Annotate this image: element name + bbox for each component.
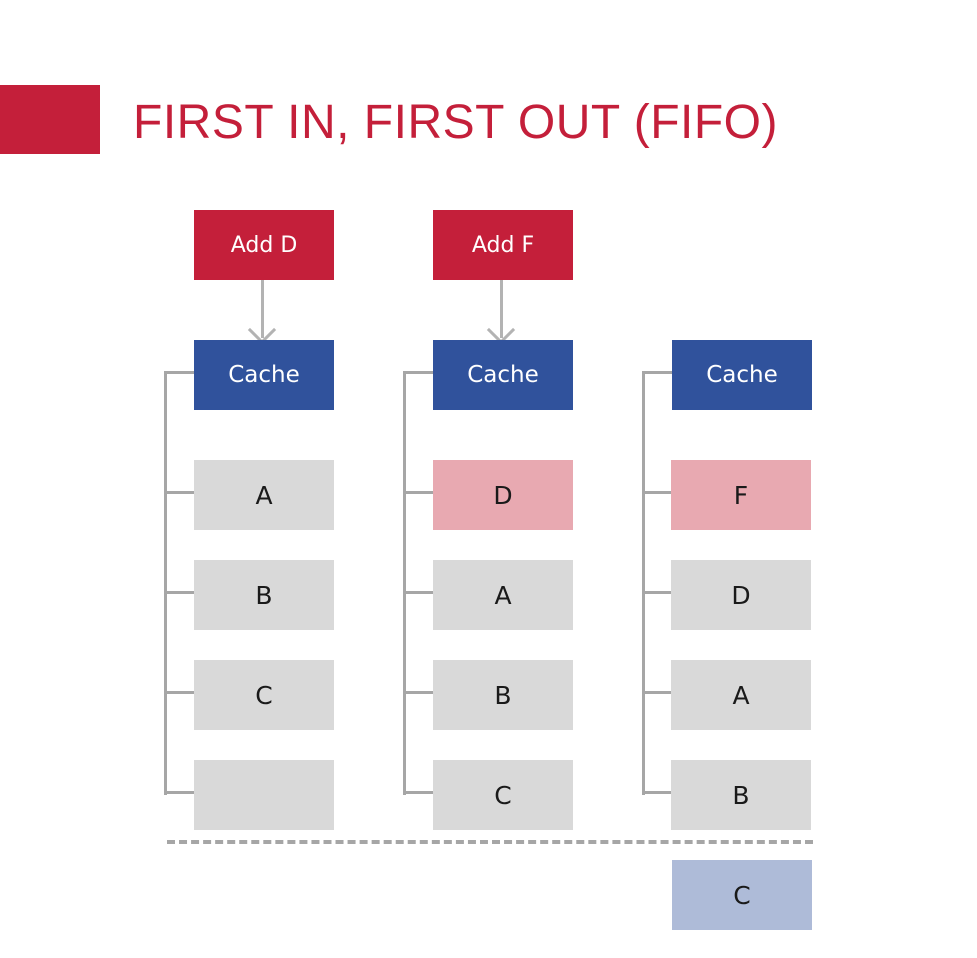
cache-slot: C bbox=[433, 760, 573, 830]
arrow-down-icon bbox=[261, 280, 264, 338]
arrow-down-icon bbox=[500, 280, 503, 338]
add-d-step: Add D bbox=[194, 210, 334, 280]
cache-slot-new: F bbox=[671, 460, 811, 530]
cache-slot: B bbox=[433, 660, 573, 730]
cache-slot-new: D bbox=[433, 460, 573, 530]
title-accent-bar bbox=[0, 85, 100, 154]
bracket-tick bbox=[403, 791, 433, 794]
bracket-tick bbox=[164, 371, 194, 374]
bracket-tick bbox=[403, 591, 433, 594]
bracket-tick bbox=[403, 691, 433, 694]
bracket-tick bbox=[642, 591, 672, 594]
bracket-tick bbox=[642, 491, 672, 494]
add-f-step: Add F bbox=[433, 210, 573, 280]
bracket-tick bbox=[164, 691, 194, 694]
bracket-tick bbox=[164, 591, 194, 594]
page-title: FIRST IN, FIRST OUT (FIFO) bbox=[133, 96, 778, 149]
cache-slot: A bbox=[433, 560, 573, 630]
cache-slot: B bbox=[194, 560, 334, 630]
cache-capacity-divider bbox=[167, 840, 813, 844]
cache-bracket bbox=[642, 371, 645, 795]
bracket-tick bbox=[642, 791, 672, 794]
bracket-tick bbox=[642, 371, 672, 374]
bracket-tick bbox=[403, 491, 433, 494]
cache-slot-empty bbox=[194, 760, 334, 830]
evicted-item: C bbox=[672, 860, 812, 930]
cache-slot: A bbox=[671, 660, 811, 730]
cache-header: Cache bbox=[194, 340, 334, 410]
bracket-tick bbox=[164, 791, 194, 794]
cache-slot: A bbox=[194, 460, 334, 530]
bracket-tick bbox=[164, 491, 194, 494]
cache-slot: C bbox=[194, 660, 334, 730]
cache-slot: D bbox=[671, 560, 811, 630]
cache-header: Cache bbox=[672, 340, 812, 410]
cache-slot: B bbox=[671, 760, 811, 830]
cache-bracket bbox=[164, 371, 167, 795]
cache-header: Cache bbox=[433, 340, 573, 410]
cache-bracket bbox=[403, 371, 406, 795]
bracket-tick bbox=[642, 691, 672, 694]
bracket-tick bbox=[403, 371, 433, 374]
